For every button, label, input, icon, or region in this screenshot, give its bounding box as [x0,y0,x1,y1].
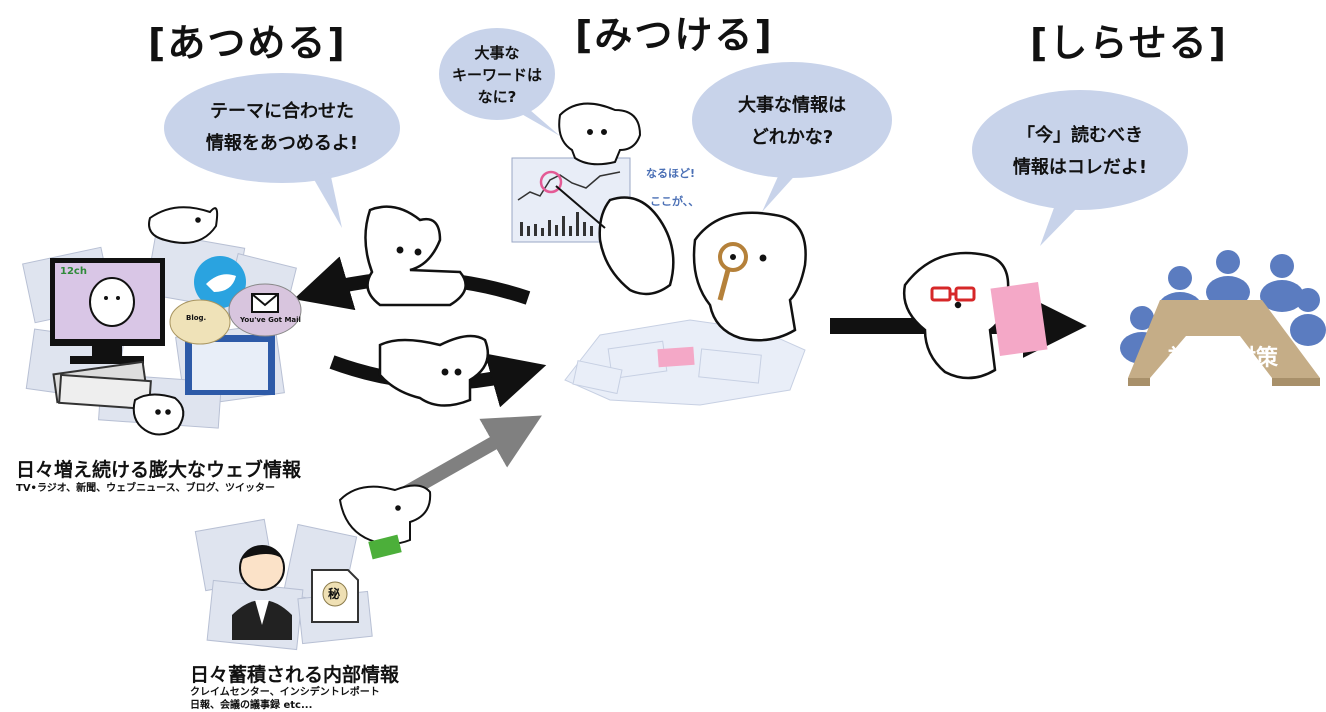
bubble-collect-text: テーマに合わせた 情報をあつめるよ! [205,101,359,154]
secret-mark: 秘 [328,587,341,601]
newspaper-icon [52,360,152,411]
analysis-note-2: ここが、、 [650,195,700,208]
dog-detective [692,211,807,342]
laptop-icon [185,335,275,395]
dog-on-chart [558,102,642,166]
web-source-subtitle: TV•ラジオ、新聞、ウェブニュース、ブログ、ツイッター [16,483,275,494]
dog-running-top [148,206,219,244]
bubble-keyword-text: 大事な キーワードは なに? [451,44,542,106]
web-source-title: 日々増え続ける膨大なウェブ情報 [16,459,302,481]
secret-document-icon [311,569,359,623]
heading-notify: [しらせる] [1030,21,1228,65]
magnifier-icon [717,242,748,301]
result-label: 対応・対策 [1168,346,1279,371]
meeting-table [1128,300,1320,386]
bubble-notify [972,90,1188,246]
heading-collect: [あつめる] [148,21,347,65]
dog-bottom-left [132,393,185,436]
dog-notifier [902,251,1010,380]
blog-label: Blog. [186,314,207,322]
dog-carrying-file [338,484,432,545]
dog-running-left [364,205,467,307]
mail-label: You've Got Mail [240,316,301,324]
person-icon [232,545,292,640]
green-paper-note [368,534,402,560]
tv-monitor-icon [50,258,165,364]
dog-pointing [555,185,675,296]
heading-find: [みつける] [575,13,774,57]
blog-icon [169,299,231,345]
pink-report-document [990,281,1048,357]
tv-channel-label: 12ch [60,266,87,277]
twitter-bird-icon [194,256,246,308]
bubble-notify-text: 「今」読むべき 情報はコレだよ! [1012,125,1148,178]
bubble-find [692,62,892,212]
bubble-find-text: 大事な情報は どれかな? [738,95,846,148]
analysis-note-1: なるほど! [646,167,696,180]
internal-source-title: 日々蓄積される内部情報 [190,664,400,686]
bubble-collect [164,73,400,228]
glasses-icon [930,286,976,302]
pink-paper-note [657,346,695,368]
dog-running-right [378,334,490,407]
mail-icon [228,283,302,337]
internal-source-subtitle: クレイムセンター、インシデントレポート 日報、会議の議事録 etc... [190,687,380,711]
bubble-keyword [439,28,560,136]
